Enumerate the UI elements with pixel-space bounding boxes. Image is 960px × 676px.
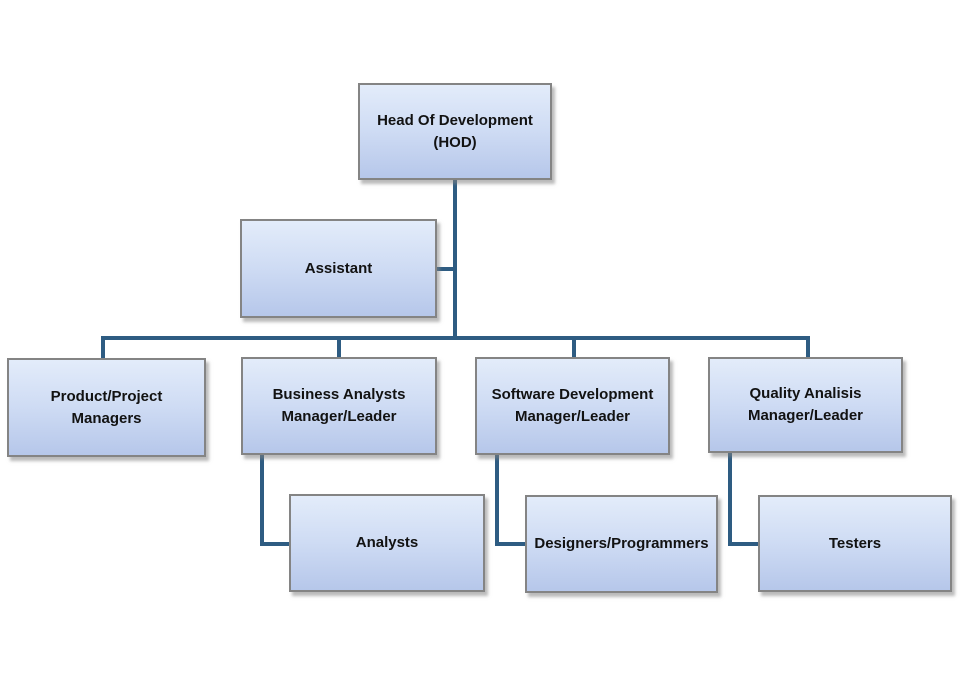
connector-analysts-vertical bbox=[260, 454, 264, 546]
connector-hod-vertical bbox=[453, 179, 457, 340]
node-product-project-managers: Product/Project Managers bbox=[7, 358, 206, 457]
node-assistant: Assistant bbox=[240, 219, 437, 318]
connector-designers-vertical bbox=[495, 454, 499, 546]
node-head-of-development: Head Of Development (HOD) bbox=[358, 83, 552, 180]
node-designers-programmers: Designers/Programmers bbox=[525, 495, 718, 593]
node-quality-analysis-manager: Quality Analisis Manager/Leader bbox=[708, 357, 903, 453]
node-analysts: Analysts bbox=[289, 494, 485, 592]
connector-designers-horizontal bbox=[495, 542, 527, 546]
connector-bus-horizontal bbox=[101, 336, 810, 340]
connector-assistant-horizontal bbox=[436, 267, 457, 271]
connector-testers-vertical bbox=[728, 452, 732, 546]
node-business-analysts-manager: Business Analysts Manager/Leader bbox=[241, 357, 437, 455]
node-software-development-manager: Software Development Manager/Leader bbox=[475, 357, 670, 455]
connector-analysts-horizontal bbox=[260, 542, 291, 546]
connector-drop-product-managers bbox=[101, 336, 105, 360]
connector-drop-quality-analysis bbox=[806, 336, 810, 359]
node-testers: Testers bbox=[758, 495, 952, 592]
connector-drop-business-analysts bbox=[337, 336, 341, 359]
connector-testers-horizontal bbox=[728, 542, 760, 546]
connector-drop-software-dev bbox=[572, 336, 576, 359]
